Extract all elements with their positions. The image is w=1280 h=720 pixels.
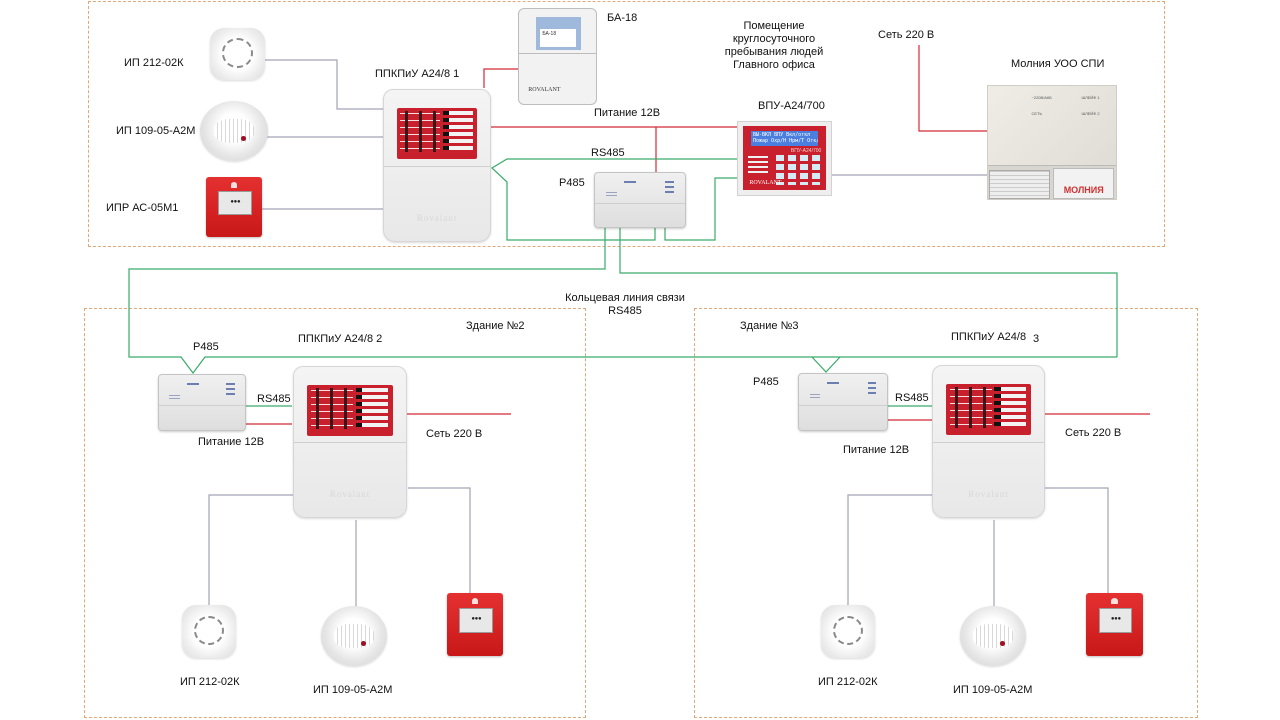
manual-call-point-b3 — [1086, 593, 1143, 656]
panel-1-label: ППКПиУ А24/8 1 — [375, 68, 460, 80]
manual-call-point-main — [206, 177, 262, 237]
panel-2-label: ППКПиУ А24/8 2 — [298, 333, 383, 345]
ba18-unit: БА-18 ROVALANT — [518, 8, 597, 105]
mains-label-main: Сеть 220 В — [878, 29, 935, 41]
heat-detector-b2 — [321, 606, 387, 666]
repeater-b3-label: Р485 — [753, 376, 779, 388]
repeater-b2-label: Р485 — [193, 341, 219, 353]
vpu-keypad: ВЫ-ВКЛ ВПУ Вкл/откл Пожар Охр/Н Нрм/Т От… — [737, 121, 832, 196]
rs485-label-b3: RS485 — [895, 392, 929, 404]
heat-detector-main — [200, 101, 268, 161]
rs485-label-main: RS485 — [591, 147, 625, 159]
molniya-label: Молния УОО СПИ — [1011, 58, 1105, 70]
panel-3-number: 3 — [1033, 333, 1040, 345]
smoke-detector-main — [210, 28, 265, 80]
repeater-main-label: Р485 — [559, 177, 585, 189]
ring-line-label-2: RS485 — [608, 305, 642, 317]
repeater-main — [594, 172, 686, 228]
ring-line-label-1: Кольцевая линия связи — [565, 292, 685, 304]
molniya-unit: ~220В/АКБ СЕТЬ ШЛЕЙФ 1 ШЛЕЙФ 2 МОЛНИЯ — [987, 85, 1117, 200]
heat-detector-b2-label: ИП 109-05-А2М — [313, 684, 393, 696]
building-2-title: Здание №2 — [466, 320, 525, 332]
control-panel-2: Rovalant — [293, 366, 407, 518]
vpu-label: ВПУ-А24/700 — [758, 100, 825, 112]
manual-call-point-b2 — [447, 593, 503, 656]
smoke-detector-b2 — [182, 605, 236, 658]
repeater-b3 — [798, 373, 888, 431]
control-panel-1: Rovalant — [383, 89, 491, 242]
building-3-title: Здание №3 — [740, 320, 799, 332]
room-label: Помещение круглосуточного пребывания люд… — [724, 20, 824, 71]
rs485-label-b2: RS485 — [257, 393, 291, 405]
heat-detector-b3 — [960, 606, 1026, 666]
mains-label-b2: Сеть 220 В — [426, 428, 483, 440]
manual-call-point-main-label: ИПР АС-05М1 — [106, 202, 179, 214]
control-panel-3: Rovalant — [932, 365, 1045, 518]
smoke-detector-b3-label: ИП 212-02К — [818, 676, 878, 688]
smoke-detector-main-label: ИП 212-02К — [124, 57, 184, 69]
ba18-label: БА-18 — [607, 12, 638, 24]
heat-detector-b3-label: ИП 109-05-А2М — [953, 684, 1033, 696]
smoke-detector-b3 — [821, 605, 875, 658]
power-12v-label-b3: Питание 12В — [843, 444, 910, 456]
power-12v-label-b2: Питание 12В — [198, 436, 265, 448]
power-12v-label-main: Питание 12В — [594, 107, 661, 119]
mains-label-b3: Сеть 220 В — [1065, 427, 1122, 439]
repeater-b2 — [158, 374, 246, 431]
heat-detector-main-label: ИП 109-05-А2М — [116, 125, 196, 137]
smoke-detector-b2-label: ИП 212-02К — [180, 676, 240, 688]
panel-3-label: ППКПиУ А24/8 — [951, 331, 1027, 343]
